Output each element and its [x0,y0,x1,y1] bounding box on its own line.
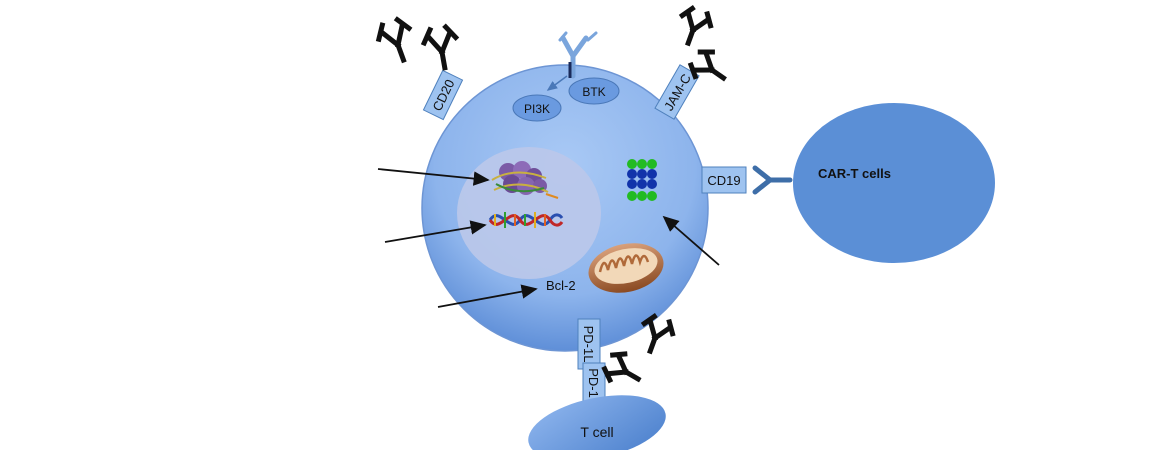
bcr-receptor-icon [558,31,598,79]
antibody-icon [640,312,676,355]
pi3k-label: PI3K [524,102,550,116]
arrow-to-nucleosome [377,168,490,186]
t-cell-label: T cell [580,424,613,440]
car-t-label: CAR-T cells [818,166,891,181]
antibody-icon [420,23,460,71]
cd20-receptor: CD20 [422,69,464,121]
dna-helix-icon [488,212,564,228]
proteasome-icon [627,159,657,201]
btk-label: BTK [582,85,605,99]
nucleosome-icon [491,161,559,199]
pd-1-label: PD-1 [586,368,601,398]
pd-l1-label: PD-1L [581,326,596,363]
car-t-cell [793,103,995,263]
btk-to-pi3k-arrow [546,75,568,91]
jam-c-receptor: JAM-C [654,64,700,120]
cd19-receptor: CD19 [701,166,747,194]
arrow-to-proteasome [662,215,720,266]
antibody-icon [601,351,642,384]
antibody-icon [687,49,727,82]
arrow-to-bcl2 [437,284,538,308]
mitochondrion-icon [588,243,664,293]
btk-node: BTK [568,77,620,105]
arrow-to-dna [384,220,487,243]
cd19-label: CD19 [707,173,740,188]
antibody-icon [375,16,413,64]
pi3k-node: PI3K [512,94,562,122]
antibody-icon [678,4,714,47]
t-cell [528,395,666,450]
bcl2-label: Bcl-2 [546,278,576,293]
pd-l1-receptor: PD-1L [577,318,601,370]
car-receptor-icon [752,165,793,195]
